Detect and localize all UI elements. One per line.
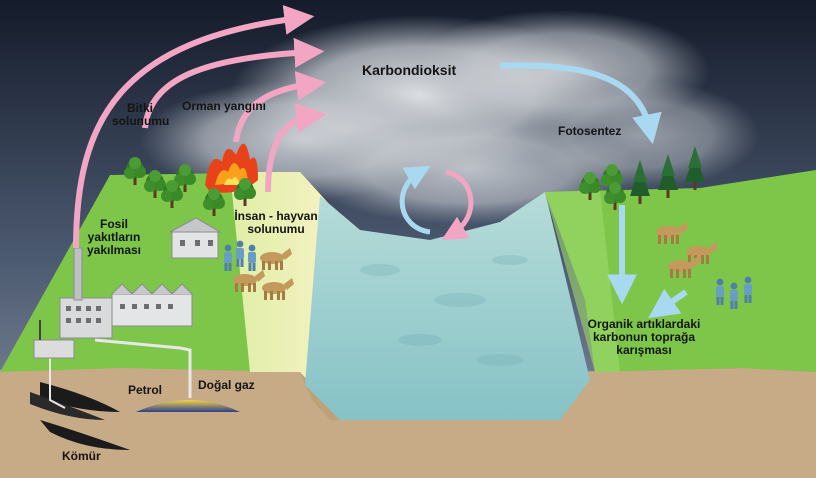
factory-icon bbox=[33, 247, 193, 359]
house-icon bbox=[169, 217, 222, 259]
photosynthesis-arrow bbox=[499, 62, 662, 145]
label-co2: Karbondioksit bbox=[362, 62, 457, 78]
oil-gas-reservoir bbox=[136, 400, 240, 412]
label-fossil-fuel: Fosil yakıtların yakılması bbox=[86, 217, 142, 257]
label-forest-fire: Orman yangını bbox=[182, 99, 267, 113]
coal-seam bbox=[40, 382, 120, 412]
label-organic-carbon: Organik artıklardaki karbonun toprağa ka… bbox=[587, 317, 701, 357]
beach bbox=[230, 172, 330, 385]
sea bbox=[305, 192, 590, 420]
pipeline bbox=[94, 338, 192, 398]
emission-arrow-fossil bbox=[73, 5, 315, 249]
label-natural-gas: Doğal gaz bbox=[198, 378, 255, 392]
coal-seam-lower bbox=[40, 420, 130, 450]
emission-arrow-respiration bbox=[265, 103, 327, 193]
absorption-arrows bbox=[499, 62, 688, 319]
label-coal: Kömür bbox=[62, 449, 101, 463]
cycle-arrows-icon bbox=[399, 166, 474, 240]
emission-arrow-fire bbox=[233, 70, 327, 143]
label-human-animal-respiration: İnsan - hayvan solunumu bbox=[234, 209, 318, 236]
soil bbox=[0, 366, 816, 478]
label-petroleum: Petrol bbox=[128, 383, 163, 397]
label-photosynthesis: Fotosentez bbox=[558, 124, 622, 138]
emission-arrow-plant bbox=[142, 37, 325, 129]
label-plant-respiration: Bitki solunumu bbox=[112, 101, 170, 128]
animal-carbon-arrow bbox=[648, 288, 688, 319]
emission-arrows bbox=[73, 5, 327, 249]
